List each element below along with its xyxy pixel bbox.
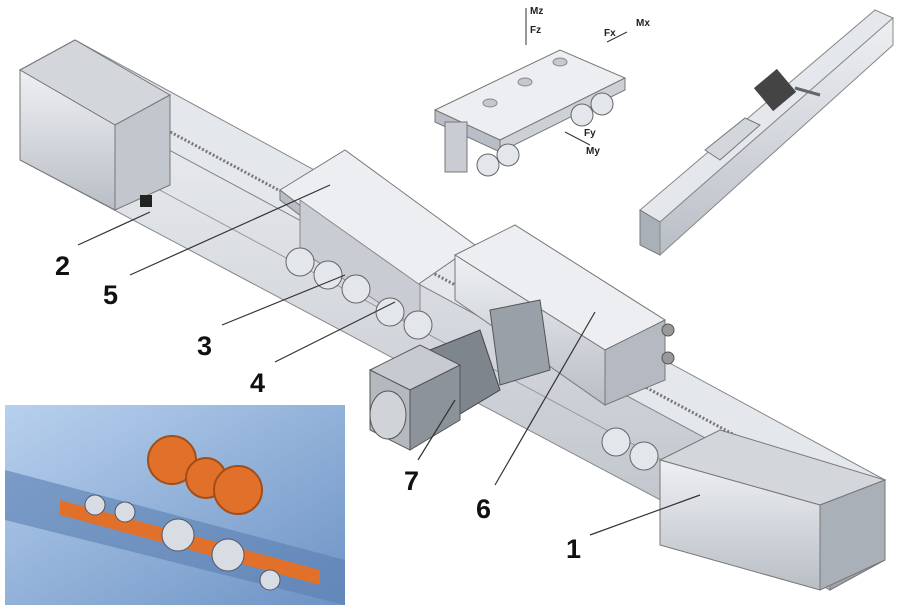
callout-4: 4 (250, 368, 265, 398)
label-mz: Mz (530, 6, 543, 17)
callout-6: 6 (476, 494, 491, 524)
label-fy: Fy (584, 128, 596, 139)
callout-2: 2 (55, 251, 70, 281)
label-fz: Fz (530, 25, 541, 36)
label-my: My (586, 146, 600, 157)
guide-wheels (285, 247, 659, 471)
callout-1: 1 (566, 534, 581, 564)
callout-3: 3 (197, 331, 212, 361)
cutaway-inset-view (5, 405, 345, 605)
label-mx: Mx (636, 18, 650, 29)
right-end-cap (658, 429, 887, 591)
gear-motor (368, 299, 551, 451)
callout-7: 7 (404, 466, 419, 496)
leader-lines (77, 184, 701, 536)
left-end-cap (18, 39, 172, 211)
load-diagram: Mz Fz Fx Mx Fy My (433, 6, 650, 177)
label-fx: Fx (604, 28, 616, 39)
actuator-inset-view (639, 9, 894, 257)
callout-5: 5 (103, 280, 118, 310)
